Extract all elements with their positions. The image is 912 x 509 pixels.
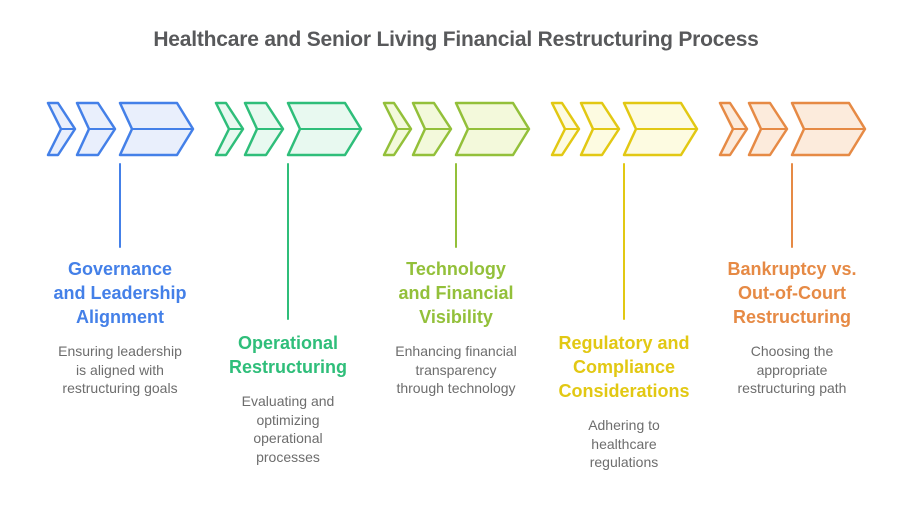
- stage-description: Enhancing financial transparency through t…: [395, 342, 516, 398]
- connector-line: [119, 163, 121, 248]
- stage-description-line: Evaluating and: [241, 393, 335, 409]
- stage-description-line: restructuring path: [737, 380, 847, 396]
- stage-description-line: transparency: [415, 361, 497, 378]
- connector-line: [287, 163, 289, 320]
- stage-description-line: regulations: [589, 454, 659, 470]
- stage-title-line: and Leadership: [53, 283, 187, 303]
- stage-title-line: Bankruptcy vs.: [727, 259, 857, 279]
- stage-description-line: Ensuring leadership: [58, 343, 182, 359]
- stage-title-line: Technology: [406, 259, 506, 279]
- stage-description-line: optimizing: [256, 411, 320, 428]
- diagram-title: Healthcare and Senior Living Financial R…: [153, 28, 759, 51]
- stage-title-line: and Financial: [398, 283, 514, 303]
- stage-description-line: Enhancing financial: [395, 343, 517, 359]
- stage-description-line: Adhering to: [588, 417, 660, 433]
- stage-description-line: appropriate: [756, 361, 828, 378]
- stage-description-line: processes: [256, 448, 320, 465]
- stage-title-line: Compliance: [572, 357, 676, 377]
- stage-description-line: is aligned with: [76, 361, 164, 378]
- stage-title-line: Restructuring: [732, 307, 851, 327]
- chevron-arrows-icon: [718, 101, 866, 157]
- stage-title-line: Alignment: [76, 307, 164, 327]
- connector-line: [791, 163, 793, 248]
- stage-description-line: operational: [253, 430, 323, 446]
- stage-description-line: Choosing the: [750, 343, 834, 359]
- chevron-arrows-icon: [214, 101, 362, 157]
- stage-description: Evaluating and optimizing operational proce…: [242, 392, 335, 466]
- stage-title-line: Out-of-Court: [738, 283, 846, 303]
- stage-title-line: Regulatory and: [558, 333, 690, 353]
- chevron-arrows-icon: [550, 101, 698, 157]
- stage-description-line: restructuring goals: [62, 380, 178, 396]
- stage-title-line: Operational: [237, 333, 338, 353]
- stage-description: Choosing the appropriate restructuring pat…: [738, 342, 847, 398]
- stage-description-line: through technology: [396, 380, 516, 396]
- stage-description-line: healthcare: [591, 435, 657, 452]
- stage-title-line: Considerations: [558, 381, 690, 401]
- stage-title-line: Restructuring: [228, 357, 347, 377]
- chevron-arrows-icon: [46, 101, 194, 157]
- connector-line: [623, 163, 625, 320]
- stage-title-line: Governance: [67, 259, 173, 279]
- stage-description: Ensuring leadership is aligned with restru…: [58, 342, 182, 398]
- chevron-arrows-icon: [382, 101, 530, 157]
- stage-description: Adhering to healthcare regulations: [588, 416, 660, 472]
- connector-line: [455, 163, 457, 248]
- stage-title-line: Visibility: [419, 307, 493, 327]
